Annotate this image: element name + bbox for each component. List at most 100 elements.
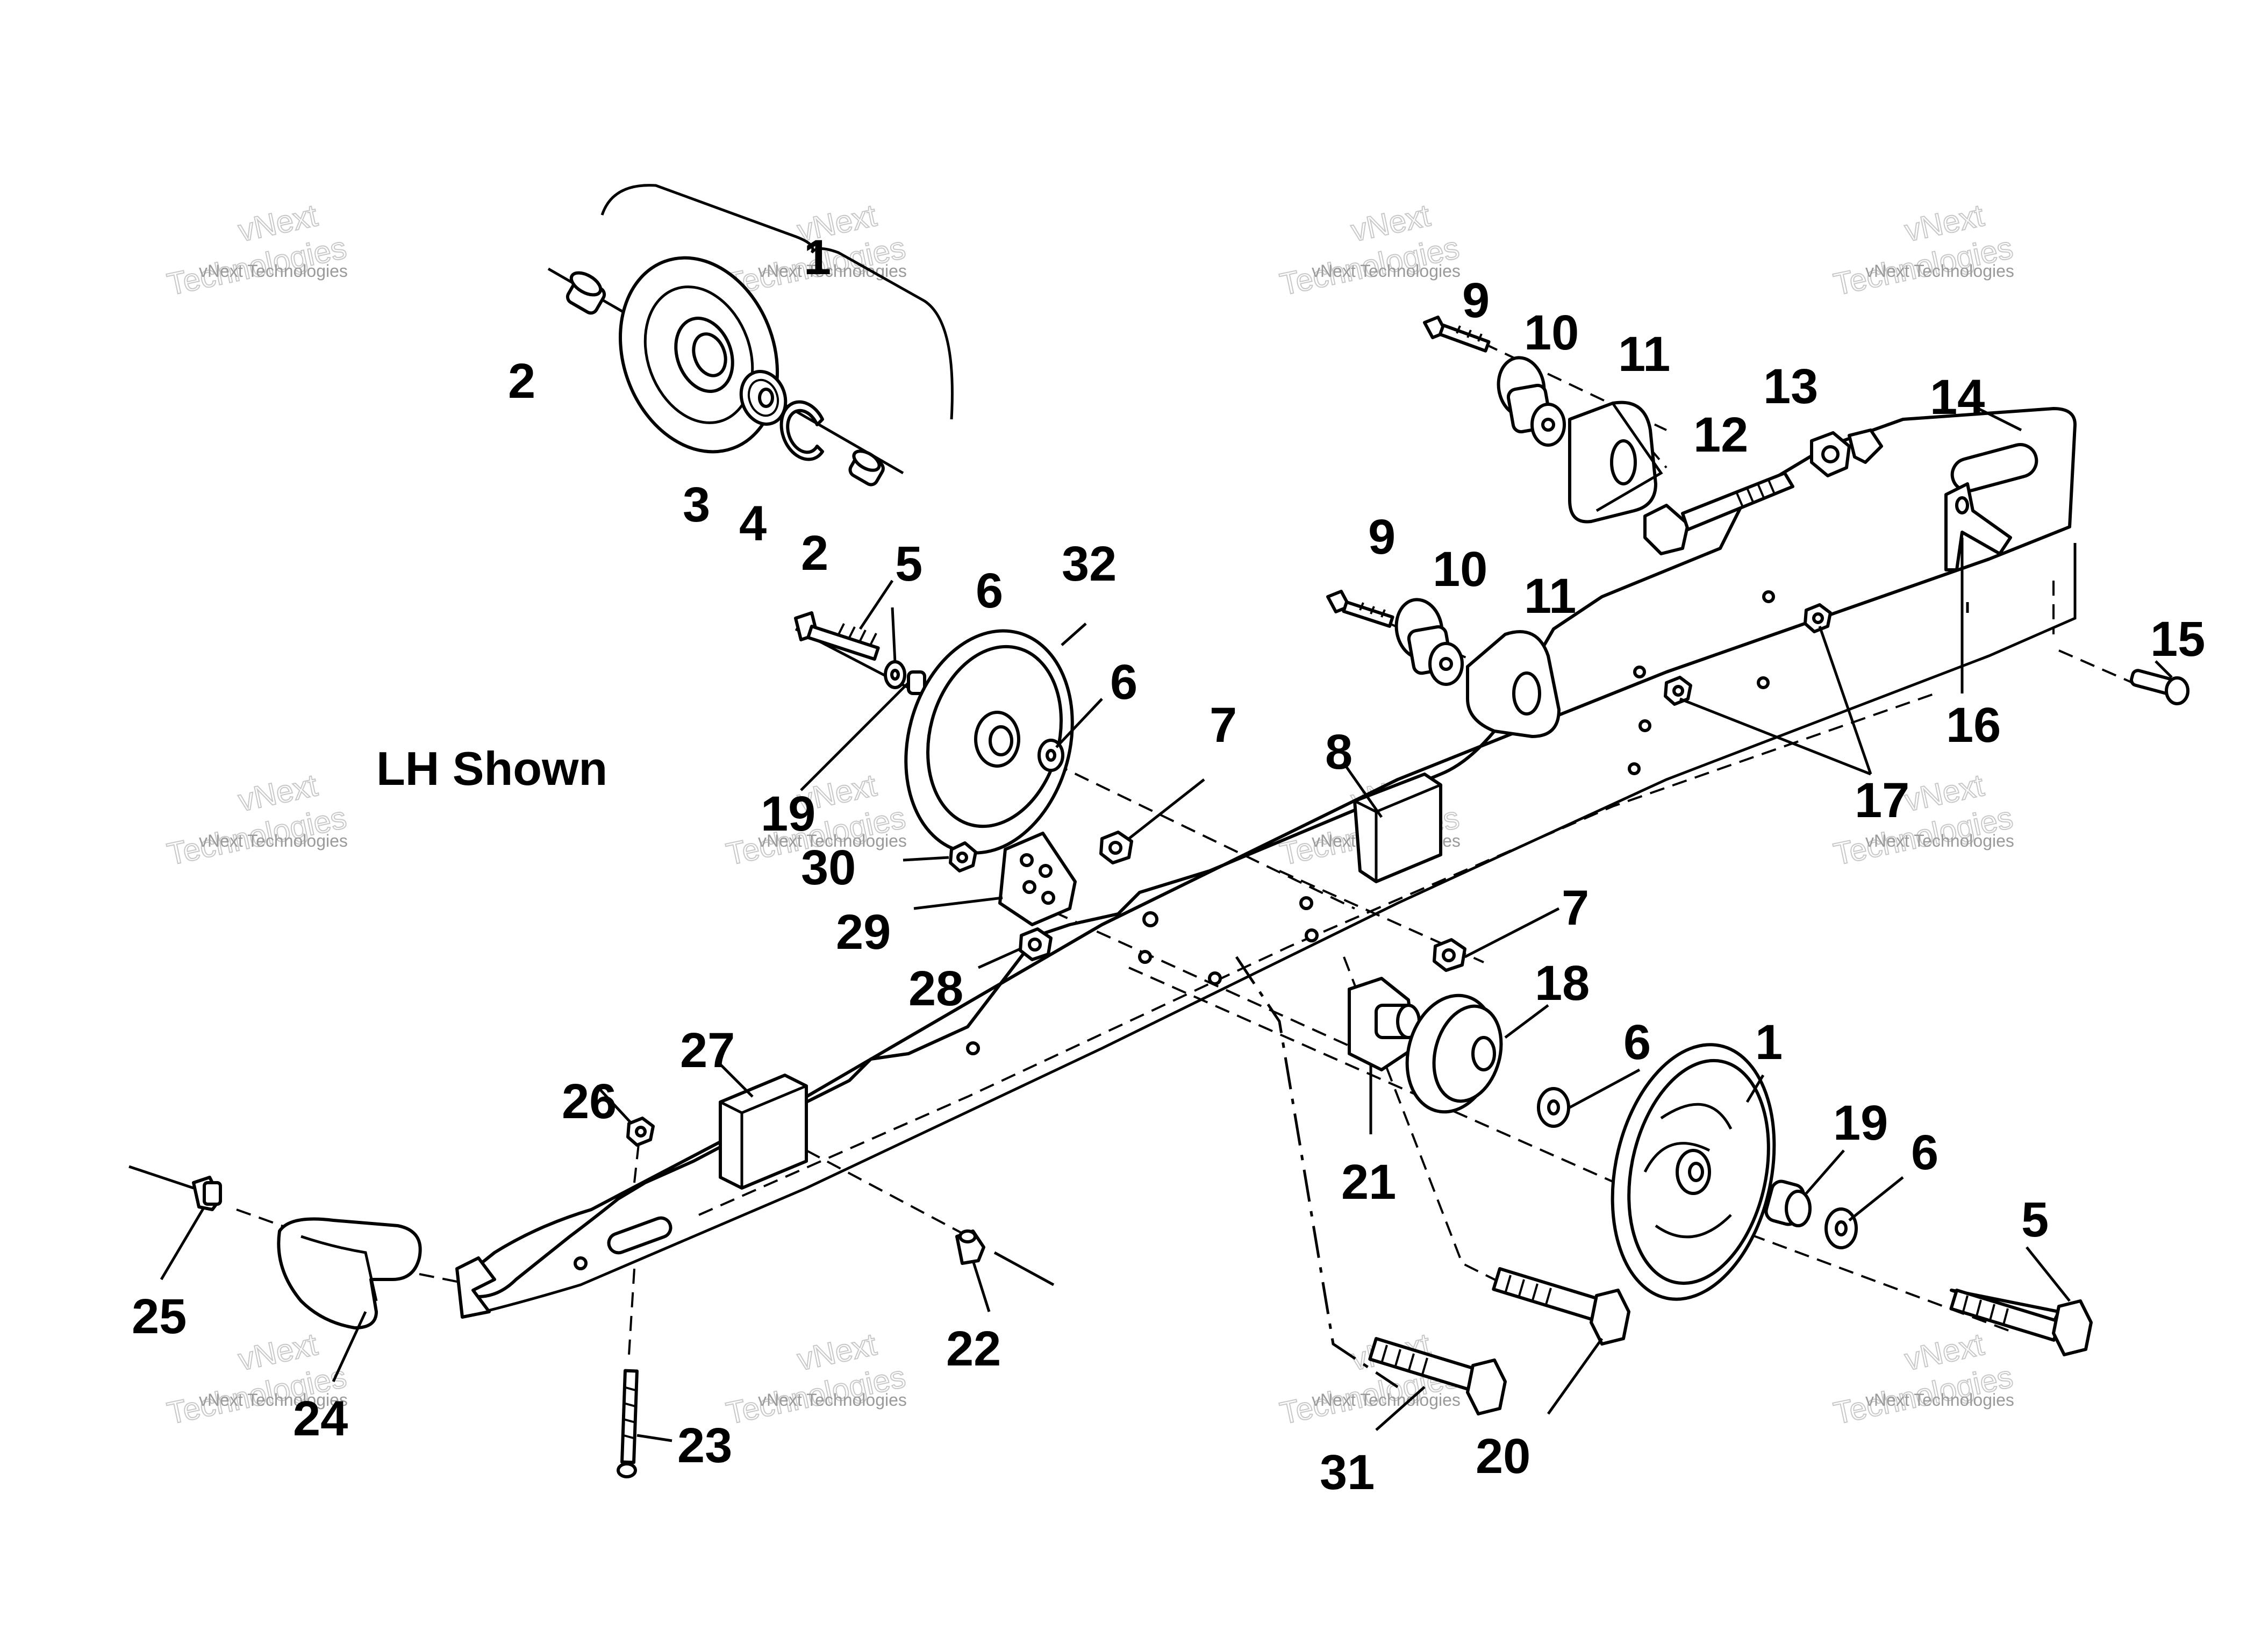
callout-11-mid: 11 [1524, 569, 1576, 624]
rail-hole [966, 1041, 980, 1055]
watermark-small: vNext Technologies [758, 1390, 907, 1410]
callout-6-rear-left: 6 [1623, 1015, 1651, 1070]
leader-32 [1061, 623, 1087, 646]
callout-9-top: 9 [1462, 273, 1490, 328]
leader-7-lower [1464, 907, 1560, 959]
part-32-idler-wheel [904, 629, 1074, 855]
nut-26-axis [633, 1134, 641, 1183]
watermark-small: vNext Technologies [1312, 1390, 1461, 1410]
leader-19-rear [1805, 1149, 1845, 1195]
part-11-pad-top [1568, 401, 1663, 524]
callout-10-mid: 10 [1433, 542, 1487, 597]
callout-29: 29 [836, 905, 891, 960]
callout-15: 15 [2150, 612, 2205, 667]
leader-7-upper [1128, 778, 1205, 840]
middle-wheel-assembly [794, 611, 1074, 855]
leader-30 [903, 856, 949, 862]
leader-15 [2155, 660, 2173, 678]
watermark-10: vNext Technologies vNext Technologies [722, 1326, 909, 1432]
rear-bolt-hardware [1643, 428, 1883, 555]
part-22-rivet [955, 1229, 985, 1265]
leader-26 [596, 1085, 633, 1125]
part-6-washer-rear-left [1537, 1087, 1570, 1128]
leader-14 [1977, 407, 2022, 432]
part-11-pad-mid [1466, 630, 1561, 738]
group-bracket [600, 184, 954, 420]
callouts: 1 2 3 4 2 5 6 32 6 7 8 9 10 11 12 13 14 … [132, 230, 2205, 1500]
callout-2-right: 2 [801, 526, 828, 581]
part-28-nut [1019, 927, 1053, 961]
part-9-bolt-top [1423, 316, 1491, 353]
leader-23 [636, 1434, 672, 1442]
part-13-nut [1810, 428, 1883, 477]
watermark-3: vNext Technologies vNext Technologies [1276, 197, 1463, 303]
part-15-pin [2130, 669, 2189, 705]
part-31-bolt [1368, 1337, 1507, 1415]
part-29-mounting-plate [998, 832, 1077, 926]
leader-6-rear-right [1848, 1176, 1904, 1221]
callout-28: 28 [908, 961, 963, 1016]
leader-29 [913, 896, 1003, 910]
callout-25: 25 [132, 1289, 187, 1344]
rivet-23-axis [628, 1268, 635, 1355]
watermark-8: vNext Technologies vNext Technologies [1830, 767, 2016, 873]
watermark-11: vNext Technologies vNext Technologies [1276, 1326, 1463, 1432]
callout-30: 30 [801, 840, 856, 895]
leader-6-upper [891, 607, 897, 663]
plate-and-nuts [949, 831, 1466, 972]
slide-rail-body [466, 407, 2077, 1298]
watermark-5: vNext Technologies vNext Technologies [163, 767, 350, 873]
part-26-nut [626, 1117, 655, 1147]
callout-21: 21 [1341, 1155, 1396, 1210]
callout-6-upper: 6 [976, 563, 1003, 618]
part-2-spacer-right [848, 449, 885, 487]
part-5-bolt-upper [794, 611, 880, 661]
part-7-nut-lower [1433, 938, 1466, 972]
part-16-bracket [1944, 482, 2012, 571]
callout-1-rear: 1 [1755, 1015, 1783, 1070]
callout-19-rear: 19 [1833, 1096, 1888, 1150]
leader-17-a [1818, 626, 1872, 775]
callout-12: 12 [1693, 407, 1748, 462]
watermark-small: vNext Technologies [758, 831, 907, 850]
bumper-axis-mid [236, 1208, 312, 1238]
callout-4: 4 [739, 496, 767, 551]
watermark-small: vNext Technologies [199, 1390, 348, 1410]
callout-8: 8 [1325, 725, 1353, 779]
rail-bolt-axis [1279, 870, 1484, 963]
rail-hole [1208, 971, 1222, 985]
part-1-idler-wheel-rear [1611, 1043, 1776, 1301]
leader-5-lower [2026, 1246, 2071, 1302]
callout-2-left: 2 [508, 354, 535, 409]
leader-6-right [1055, 698, 1103, 748]
part-10-bushing-mid [1394, 598, 1464, 686]
callout-5-upper: 5 [895, 537, 922, 591]
leader-28 [977, 947, 1021, 969]
top-wheel-assembly [566, 256, 885, 487]
callout-5-lower: 5 [2021, 1192, 2049, 1247]
callout-23: 23 [677, 1418, 732, 1473]
leader-18 [1504, 1004, 1549, 1039]
rail-hole [1638, 719, 1651, 732]
callout-22: 22 [946, 1321, 1001, 1376]
part-18-spacer-wheel [1405, 993, 1503, 1114]
slide-rail [455, 407, 2077, 1319]
part-21-axle-bracket [1348, 977, 1421, 1071]
part-17-nut-a [1804, 603, 1832, 633]
part-6-washer-lower [1037, 739, 1064, 772]
part-6-washer-upper [884, 660, 906, 689]
callout-7-upper: 7 [1210, 698, 1237, 753]
rail-rear-slot [1950, 443, 2038, 492]
leader-19 [800, 682, 910, 791]
callout-7-lower: 7 [1562, 881, 1589, 935]
watermark-4: vNext Technologies vNext Technologies [1830, 197, 2016, 303]
part-2-spacer-left [566, 271, 606, 315]
callout-19-upper: 19 [761, 786, 815, 841]
part-25-pin [192, 1176, 222, 1211]
leader-lines [160, 407, 2173, 1442]
bolt-22-tail [993, 1251, 1055, 1286]
slide-rail-centerline [698, 692, 1936, 1216]
callout-16: 16 [1946, 698, 2001, 753]
part-5-bolt-lower [1949, 1288, 2093, 1356]
